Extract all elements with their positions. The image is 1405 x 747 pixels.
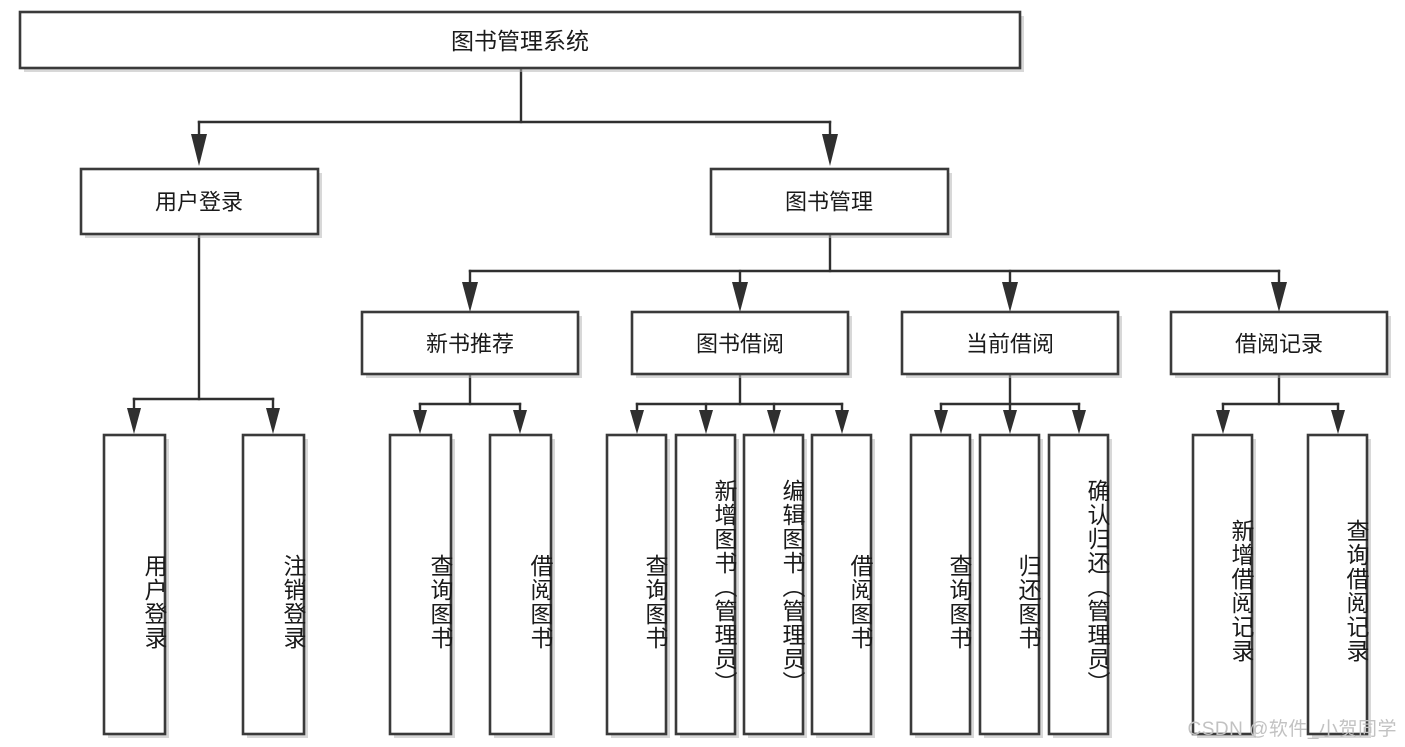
connector-layer	[127, 68, 1345, 434]
arrowhead-leaf-new-book-1	[413, 410, 427, 434]
leaf-book-borrow-2-box[interactable]	[674, 433, 737, 736]
node-user-login-label: 用户登录	[155, 190, 243, 215]
leaf-borrow-record-1-box[interactable]	[1191, 433, 1254, 736]
csdn-watermark: CSDN @软件_小贺同学	[1187, 719, 1397, 740]
node-borrow-record-box[interactable]	[1169, 310, 1389, 376]
leaf-book-borrow-4-box[interactable]	[810, 433, 873, 736]
arrowhead-leaf-new-book-2	[513, 410, 527, 434]
arrowhead-user-login	[191, 134, 207, 166]
node-new-book-box[interactable]	[360, 310, 580, 376]
leaf-new-book-2-box[interactable]	[488, 433, 553, 736]
arrowhead-new-book	[462, 282, 478, 312]
node-layer: 图书管理系统 用户登录 图书管理 新书推荐 图书借阅 当前借阅 借阅记录	[18, 10, 1391, 738]
arrowhead-leaf-user-login-2	[266, 408, 280, 434]
arrowhead-leaf-borrow-record-2	[1331, 410, 1345, 434]
arrowhead-leaf-book-borrow-1	[630, 410, 644, 434]
leaf-book-borrow-1-box[interactable]	[605, 433, 668, 736]
arrowhead-leaf-book-borrow-4	[835, 410, 849, 434]
node-book-manage-label: 图书管理	[785, 190, 873, 215]
arrowhead-leaf-book-borrow-3	[767, 410, 781, 434]
node-book-borrow-label: 图书借阅	[696, 332, 784, 357]
arrowhead-leaf-book-borrow-2	[699, 410, 713, 434]
leaf-new-book-1-box[interactable]	[388, 433, 453, 736]
node-new-book-label: 新书推荐	[426, 332, 514, 357]
root-node-box[interactable]	[18, 10, 1022, 70]
leaf-current-borrow-2-box[interactable]	[978, 433, 1041, 736]
node-book-borrow-box[interactable]	[630, 310, 850, 376]
root-node-label: 图书管理系统	[451, 28, 589, 54]
arrowhead-leaf-current-borrow-1	[934, 410, 948, 434]
node-current-borrow-box[interactable]	[900, 310, 1120, 376]
leaf-current-borrow-1-box[interactable]	[909, 433, 972, 736]
arrowhead-book-manage	[822, 134, 838, 166]
arrowhead-current-borrow	[1002, 282, 1018, 312]
node-borrow-record-label: 借阅记录	[1235, 332, 1323, 357]
arrowhead-leaf-current-borrow-2	[1003, 410, 1017, 434]
leaf-user-login-1-box[interactable]	[102, 433, 167, 736]
leaf-current-borrow-3-box[interactable]	[1047, 433, 1110, 736]
node-current-borrow-label: 当前借阅	[966, 332, 1054, 357]
node-book-manage-box[interactable]	[709, 167, 950, 236]
leaf-user-login-2-box[interactable]	[241, 433, 306, 736]
leaf-book-borrow-3-box[interactable]	[742, 433, 805, 736]
node-user-login-box[interactable]	[79, 167, 320, 236]
arrowhead-leaf-borrow-record-1	[1216, 410, 1230, 434]
arrowhead-leaf-current-borrow-3	[1072, 410, 1086, 434]
leaf-borrow-record-2-box[interactable]	[1306, 433, 1369, 736]
arrowhead-borrow-record	[1271, 282, 1287, 312]
arrowhead-book-borrow	[732, 282, 748, 312]
arrowhead-leaf-user-login-1	[127, 408, 141, 434]
